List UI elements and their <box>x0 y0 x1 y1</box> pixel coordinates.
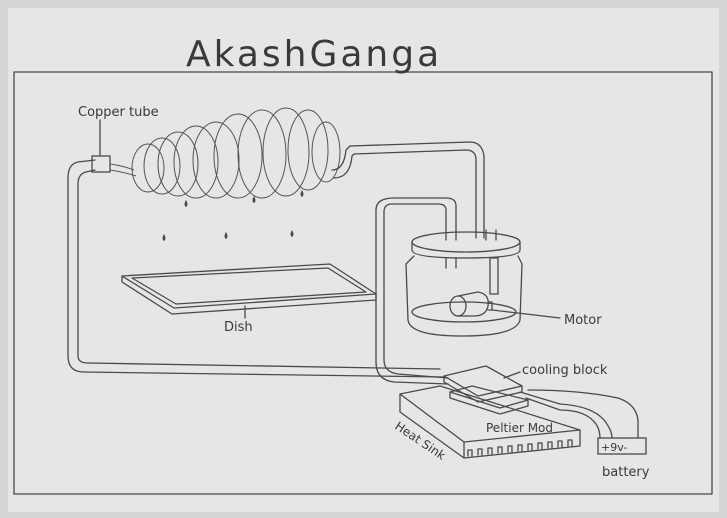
copper-coil <box>109 107 341 199</box>
droplet <box>184 200 188 207</box>
jar <box>405 229 523 337</box>
battery-body <box>597 437 647 455</box>
water-droplets <box>162 190 304 241</box>
battery-terminals: +9v- <box>601 441 627 454</box>
return-pipe <box>331 141 485 239</box>
droplet <box>300 190 304 197</box>
dish-label: Dish <box>224 320 253 335</box>
copper-tube-pipe <box>67 155 446 378</box>
droplet <box>224 232 228 239</box>
droplet <box>162 234 166 241</box>
motor-label: Motor <box>564 313 602 328</box>
title: AkashGanga <box>186 34 442 75</box>
battery-label: battery <box>602 465 650 480</box>
copper-tube-label: Copper tube <box>78 105 159 120</box>
paper-sheet <box>8 8 719 512</box>
cooling-block <box>443 365 523 403</box>
motor-pointer <box>491 309 561 319</box>
heat-sink <box>399 385 581 459</box>
cooling-block-label: cooling block <box>522 363 608 378</box>
frame-border <box>13 71 713 495</box>
cooling-block-pointer <box>503 371 521 379</box>
jar-feed-pipe <box>375 197 457 385</box>
droplet <box>290 230 294 237</box>
peltier-module <box>449 385 529 415</box>
battery-wires <box>519 389 639 439</box>
peltier-label: Peltier Mod <box>486 421 553 435</box>
droplet <box>252 196 256 203</box>
